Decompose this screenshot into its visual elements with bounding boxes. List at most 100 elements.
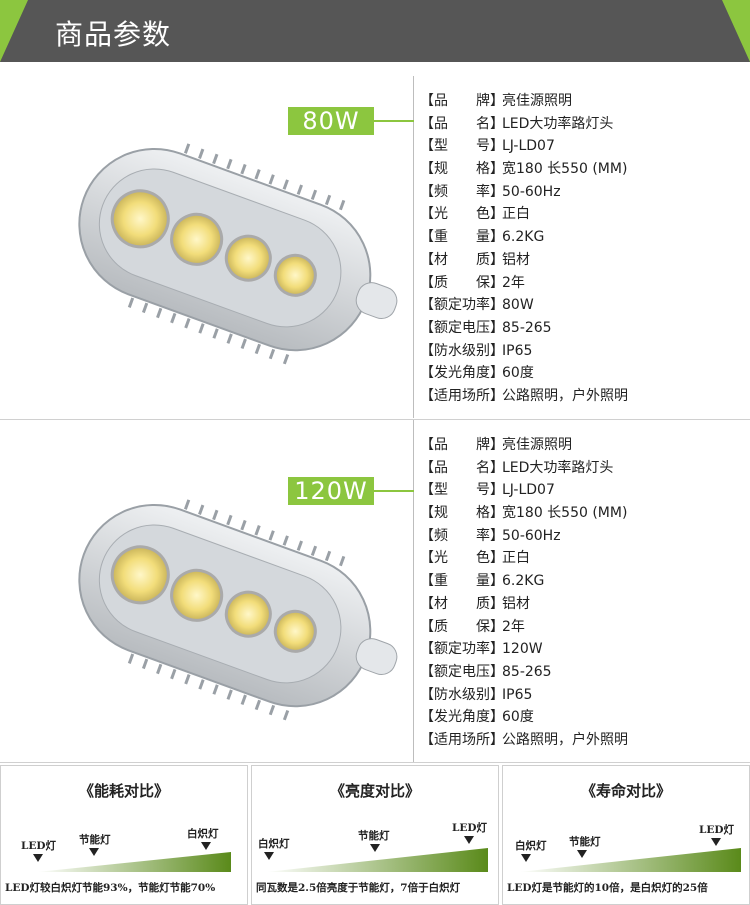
spec-label: 【防水级别】 [420,342,504,359]
spec-label: 【额定功率】 [420,297,504,314]
spec-value: 60度 [502,709,534,726]
spec-row: 【发光角度】60度 [420,706,750,729]
spec-label: 【频 率】 [420,183,504,200]
spec-row: 【品 牌】亮佳源照明 [420,90,750,113]
spec-label: 【质 保】 [420,618,504,635]
spec-label: 【适用场所】 [420,731,504,748]
pointer-icon [264,852,274,860]
header-accent-left [0,0,28,62]
spec-value: 50-60Hz [502,527,561,544]
spec-label: 【额定电压】 [420,319,504,336]
brightness-comparison-panel: 《亮度对比》 白炽灯 节能灯 LED灯 同瓦数是2.5倍亮度于节能灯，7倍于白炽… [251,765,499,905]
product-section-80w: 80W [0,76,750,418]
spec-value: 2年 [502,618,525,635]
comparison-label: 节能灯 [79,834,111,846]
spec-value: 120W [502,641,543,658]
spec-row: 【发光角度】60度 [420,362,750,385]
spec-value: LED大功率路灯头 [502,115,614,132]
spec-value: 85-265 [502,319,552,336]
spec-row: 【光 色】正白 [420,203,750,226]
spec-row: 【额定电压】85-265 [420,661,750,684]
spec-row: 【品 名】LED大功率路灯头 [420,457,750,480]
spec-label: 【重 量】 [420,229,504,246]
spec-label: 【规 格】 [420,161,504,178]
watt-connector [374,120,414,122]
lifespan-comparison-panel: 《寿命对比》 白炽灯 节能灯 LED灯 LED灯是节能灯的10倍，是白炽灯的25… [502,765,750,905]
energy-comparison-panel: 《能耗对比》 LED灯 节能灯 白炽灯 LED灯较白炽灯节能93%，节能灯节能7… [0,765,248,905]
spec-row: 【型 号】LJ-LD07 [420,479,750,502]
spec-label: 【光 色】 [420,550,504,567]
spec-list: 【品 牌】亮佳源照明 【品 名】LED大功率路灯头 【型 号】LJ-LD07 【… [420,434,750,752]
comparison-label: LED灯 [452,822,487,834]
spec-row: 【防水级别】IP65 [420,684,750,707]
watt-connector [374,490,414,492]
spec-row: 【规 格】宽180 长550 (MM) [420,502,750,525]
comparison-caption: LED灯是节能灯的10倍，是白炽灯的25倍 [507,882,708,894]
spec-value: 公路照明，户外照明 [502,731,628,748]
spec-label: 【型 号】 [420,482,504,499]
spec-label: 【额定电压】 [420,663,504,680]
comparison-label: 白炽灯 [258,838,290,850]
section-divider [0,419,750,420]
comparison-caption: 同瓦数是2.5倍亮度于节能灯，7倍于白炽灯 [256,882,461,894]
header-accent-right [722,0,750,62]
spec-list: 【品 牌】亮佳源照明 【品 名】LED大功率路灯头 【型 号】LJ-LD07 【… [420,90,750,408]
spec-label: 【重 量】 [420,573,504,590]
spec-row: 【频 率】50-60Hz [420,525,750,548]
pointer-icon [89,848,99,856]
pointer-icon [201,842,211,850]
spec-row: 【适用场所】公路照明，户外照明 [420,729,750,752]
spec-row: 【防水级别】IP65 [420,340,750,363]
comparison-title: 《亮度对比》 [329,782,420,800]
comparison-panels: 《能耗对比》 LED灯 节能灯 白炽灯 LED灯较白炽灯节能93%，节能灯节能7… [0,765,750,905]
spec-row: 【材 质】铝材 [420,593,750,616]
spec-row: 【规 格】宽180 长550 (MM) [420,158,750,181]
spec-label: 【品 名】 [420,115,504,132]
spec-value: LJ-LD07 [502,138,555,155]
pointer-icon [464,836,474,844]
spec-label: 【材 质】 [420,595,504,612]
spec-label: 【发光角度】 [420,365,504,382]
page-title: 商品参数 [55,18,172,51]
spec-value: 60度 [502,365,534,382]
comparison-title: 《寿命对比》 [580,782,671,800]
section-divider-vertical [413,76,414,418]
lifespan-gradient-wedge [519,838,741,872]
spec-value: 6.2KG [502,229,545,246]
spec-label: 【品 名】 [420,459,504,476]
page-header: 商品参数 [0,0,750,62]
spec-value: 亮佳源照明 [502,93,572,109]
spec-value: LED大功率路灯头 [502,459,614,476]
spec-row: 【光 色】正白 [420,547,750,570]
spec-label: 【额定功率】 [420,641,504,658]
comparison-label: 节能灯 [569,836,601,848]
spec-label: 【规 格】 [420,505,504,522]
spec-row: 【品 牌】亮佳源照明 [420,434,750,457]
spec-label: 【频 率】 [420,527,504,544]
spec-row: 【适用场所】公路照明，户外照明 [420,385,750,408]
section-divider [0,762,750,763]
brightness-gradient-wedge [264,836,488,872]
spec-row: 【质 保】2年 [420,616,750,639]
spec-value: 50-60Hz [502,183,561,200]
spec-value: IP65 [502,686,533,703]
spec-row: 【质 保】2年 [420,272,750,295]
spec-value: 宽180 长550 (MM) [502,161,628,178]
spec-value: 85-265 [502,663,552,680]
spec-label: 【光 色】 [420,206,504,223]
spec-value: 亮佳源照明 [502,437,572,453]
spec-value: LJ-LD07 [502,482,555,499]
pointer-icon [577,850,587,858]
spec-row: 【型 号】LJ-LD07 [420,135,750,158]
spec-row: 【品 名】LED大功率路灯头 [420,113,750,136]
spec-label: 【材 质】 [420,251,504,268]
spec-value: 铝材 [502,595,530,612]
pointer-icon [370,844,380,852]
spec-row: 【额定功率】120W [420,638,750,661]
spec-label: 【适用场所】 [420,387,504,404]
pointer-icon [711,838,721,846]
spec-label: 【品 牌】 [420,437,504,453]
spec-value: 正白 [502,206,530,223]
pointer-icon [521,854,531,862]
comparison-title: 《能耗对比》 [78,782,169,800]
